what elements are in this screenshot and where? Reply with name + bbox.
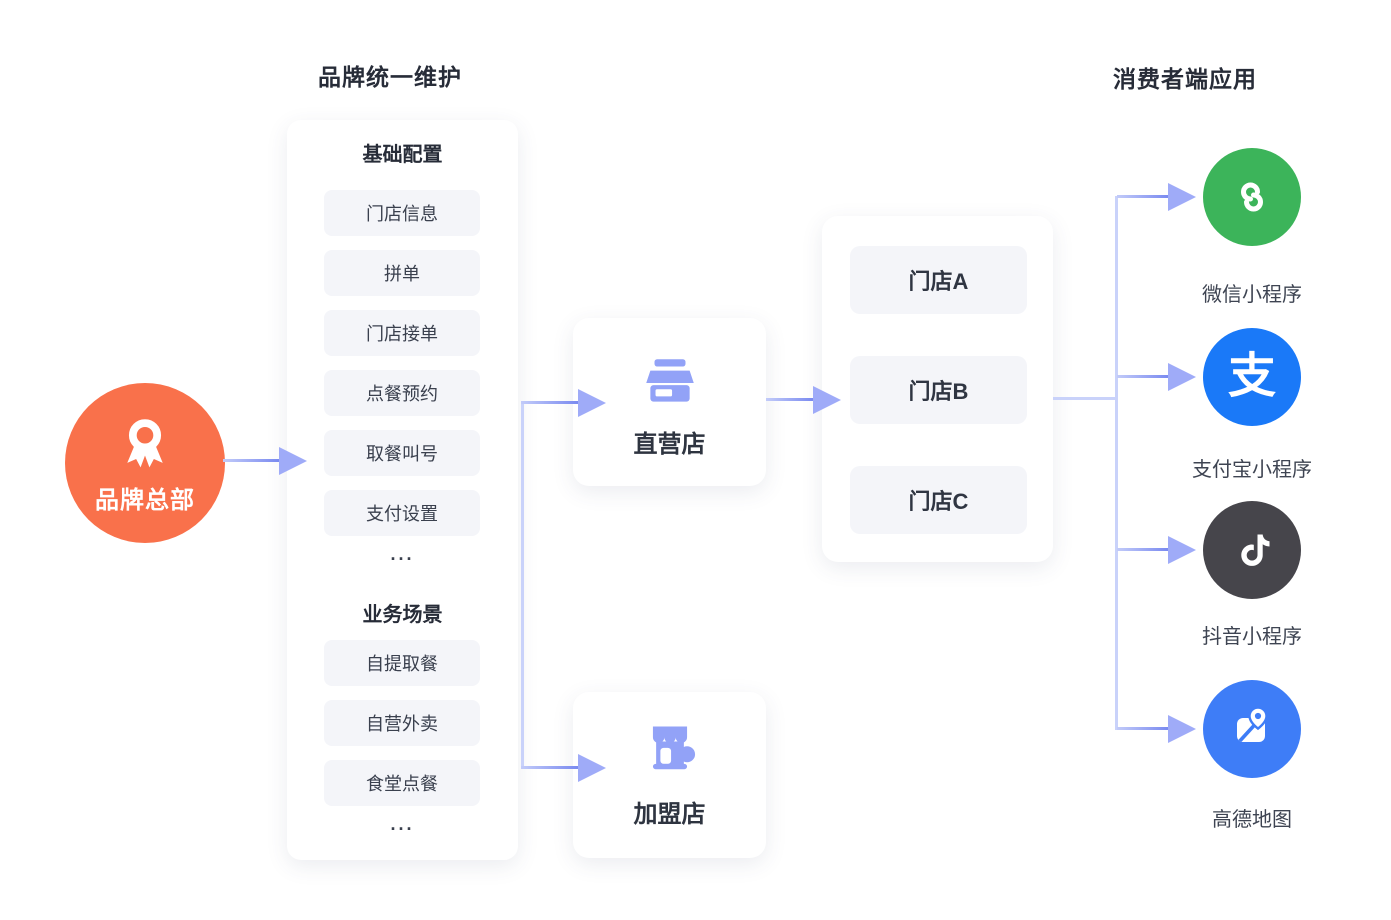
section-heading-basic-config: 基础配置	[362, 144, 443, 166]
direct-store-label: 直营店	[633, 431, 706, 458]
config-item-order-reserve: 点餐预约	[324, 370, 480, 416]
scene-item-self-delivery: 自营外卖	[324, 700, 480, 746]
wechat-mini-program-node	[1203, 148, 1301, 246]
scene-item-canteen-order: 食堂点餐	[324, 760, 480, 806]
config-item-store-info: 门店信息	[324, 190, 480, 236]
brand-hq-label: 品牌总部	[95, 486, 195, 514]
ellipsis: ...	[390, 544, 415, 564]
config-item-payment-setting: 支付设置	[324, 490, 480, 536]
connector-direct-to-outlets	[766, 398, 813, 401]
connector-to-douyin	[1117, 548, 1168, 551]
medal-icon	[114, 412, 176, 474]
arrowhead-icon	[813, 386, 841, 414]
arrowhead-icon	[279, 447, 307, 475]
outlet-store-b: 门店B	[850, 356, 1027, 424]
douyin-mini-program-node	[1203, 501, 1301, 599]
alipay-mini-program-label: 支付宝小程序	[1192, 459, 1312, 481]
connector-to-wechat	[1117, 195, 1168, 198]
storefront-icon	[639, 352, 701, 414]
config-item-store-accept: 门店接单	[324, 310, 480, 356]
douyin-icon	[1224, 522, 1280, 578]
outlet-store-c: 门店C	[850, 466, 1027, 534]
consumer-apps-title: 消费者端应用	[1113, 66, 1257, 92]
arrowhead-icon	[1168, 363, 1196, 391]
maintenance-panel: 基础配置 门店信息 拼单 门店接单 点餐预约 取餐叫号 支付设置 ... 业务场…	[287, 120, 518, 860]
amap-icon	[1224, 701, 1280, 757]
arrowhead-icon	[578, 389, 606, 417]
alipay-mini-program-node: 支	[1203, 328, 1301, 426]
connector-to-direct-store	[521, 401, 578, 404]
douyin-mini-program-label: 抖音小程序	[1202, 626, 1302, 648]
brand-hq-node: 品牌总部	[65, 383, 225, 543]
connector-to-alipay	[1117, 375, 1168, 378]
wechat-mini-program-icon	[1224, 169, 1280, 225]
arrowhead-icon	[1168, 183, 1196, 211]
amap-node	[1203, 680, 1301, 778]
config-item-pickup-call: 取餐叫号	[324, 430, 480, 476]
connector-panel-trunk	[521, 401, 524, 769]
connector-to-franchise-store	[521, 766, 578, 769]
outlet-store-a: 门店A	[850, 246, 1027, 314]
franchise-shop-icon	[638, 718, 702, 782]
section-heading-business-scene: 业务场景	[362, 604, 443, 626]
amap-label: 高德地图	[1212, 809, 1292, 831]
wechat-mini-program-label: 微信小程序	[1202, 284, 1302, 306]
ellipsis: ...	[390, 814, 415, 834]
connector-apps-trunk	[1115, 196, 1118, 730]
arrowhead-icon	[1168, 715, 1196, 743]
alipay-icon: 支	[1227, 350, 1276, 403]
connector-hq-to-panel	[223, 459, 279, 462]
outlets-card: 门店A 门店B 门店C	[822, 216, 1053, 562]
franchise-store-label: 加盟店	[633, 801, 706, 828]
scene-item-self-pickup: 自提取餐	[324, 640, 480, 686]
arrowhead-icon	[1168, 536, 1196, 564]
connector-to-amap	[1117, 727, 1168, 730]
connector-outlets-feed	[1053, 397, 1118, 400]
config-item-group-order: 拼单	[324, 250, 480, 296]
arrowhead-icon	[578, 754, 606, 782]
maintenance-title: 品牌统一维护	[318, 64, 462, 90]
